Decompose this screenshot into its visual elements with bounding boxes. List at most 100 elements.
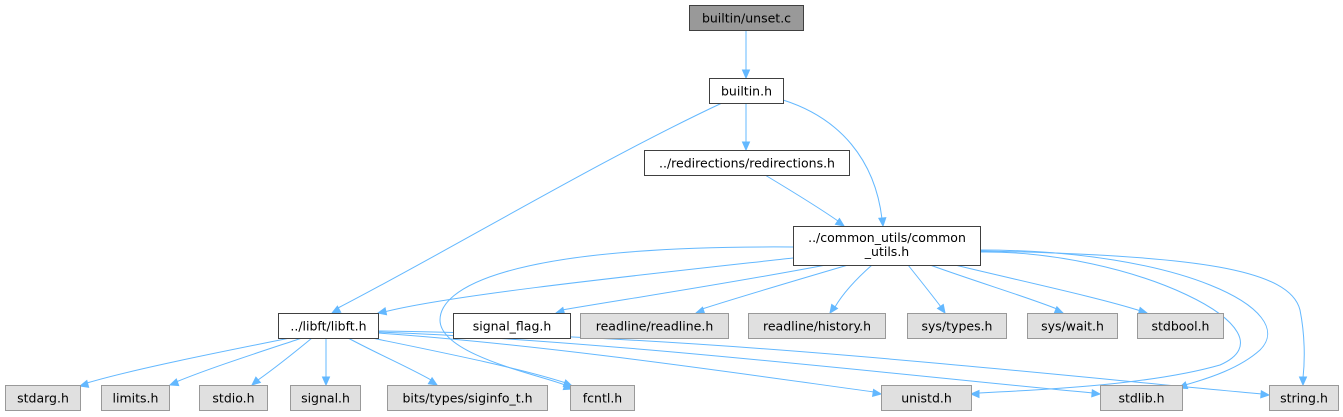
node-box <box>1269 385 1339 411</box>
node-signal-h[interactable]: signal.h <box>290 385 361 411</box>
edge-common_utils_h-to-stdlib_h <box>979 249 1268 390</box>
node-box <box>1100 385 1183 411</box>
node-box <box>1027 313 1118 339</box>
edge-line <box>347 337 432 381</box>
node-limits-h[interactable]: limits.h <box>101 385 170 411</box>
node-libft-h[interactable]: ../libft/libft.h <box>278 313 379 339</box>
edge-line <box>337 102 723 309</box>
edge-line <box>764 174 839 222</box>
arrowhead <box>251 376 262 386</box>
edge-libft_h-to-unistd_h <box>377 332 883 398</box>
node-redirections-h[interactable]: ../redirections/redirections.h <box>644 150 850 176</box>
node-box <box>689 5 804 31</box>
edge-root-to-builtin_h <box>741 30 751 80</box>
edge-libft_h-to-siginfo_h <box>347 337 439 386</box>
node-label: sys/wait.h <box>1041 319 1104 334</box>
node-label: builtin.h <box>721 84 772 99</box>
node-box <box>580 313 729 339</box>
node-siginfo-h[interactable]: bits/types/siginfo_t.h <box>387 385 548 411</box>
node-box <box>5 385 81 411</box>
node-history-h[interactable]: readline/history.h <box>748 313 886 339</box>
node-root[interactable]: builtin/unset.c <box>689 5 804 31</box>
arrowhead <box>1260 390 1271 399</box>
arrowhead <box>330 305 342 314</box>
node-label: _utils.h <box>864 244 909 259</box>
edge-common_utils_h-to-signal_flag_h <box>554 264 827 315</box>
arrowhead <box>1298 376 1308 387</box>
node-label: fcntl.h <box>583 391 622 406</box>
edge-line <box>954 264 1142 312</box>
node-label: readline/readline.h <box>596 319 714 334</box>
node-label: signal_flag.h <box>473 319 552 334</box>
arrowhead <box>1091 389 1102 398</box>
arrowhead <box>376 307 388 316</box>
node-signal-flag-h[interactable]: signal_flag.h <box>453 313 571 339</box>
edge-line <box>561 264 827 311</box>
edge-line <box>175 337 303 383</box>
arrowhead <box>829 303 839 315</box>
edge-common_utils_h-to-readline_h <box>694 264 849 315</box>
node-box <box>290 385 361 411</box>
node-label: ../common_utils/common <box>808 230 966 245</box>
edge-line <box>782 99 883 220</box>
edge-builtin_h-to-libft_h <box>330 102 723 314</box>
edge-common_utils_h-to-history_h <box>829 264 873 315</box>
arrowhead <box>741 141 751 152</box>
edge-line <box>979 249 1268 386</box>
edge-common_utils_h-to-sys_types_h <box>907 264 946 315</box>
node-stdlib-h[interactable]: stdlib.h <box>1100 385 1183 411</box>
node-stdio-h[interactable]: stdio.h <box>199 385 268 411</box>
node-label: limits.h <box>113 391 159 406</box>
arrowhead <box>834 217 846 227</box>
node-box <box>748 313 886 339</box>
node-label: unistd.h <box>901 391 952 406</box>
arrowhead <box>427 376 439 386</box>
edge-line <box>377 332 875 393</box>
node-label: signal.h <box>301 391 350 406</box>
node-box <box>199 385 268 411</box>
arrowhead <box>168 378 180 387</box>
arrowhead <box>871 388 883 398</box>
node-box <box>907 313 1007 339</box>
edge-libft_h-to-fcntl_h <box>371 337 574 388</box>
node-readline-h[interactable]: readline/readline.h <box>580 313 729 339</box>
node-box <box>387 385 548 411</box>
node-box <box>101 385 170 411</box>
node-fcntl-h[interactable]: fcntl.h <box>570 385 635 411</box>
node-label: stdarg.h <box>17 391 69 406</box>
edge-libft_h-to-limits_h <box>168 337 303 387</box>
edge-common_utils_h-to-sys_wait_h <box>929 264 1065 314</box>
arrowhead <box>1053 305 1065 314</box>
node-box <box>453 313 571 339</box>
node-string-h[interactable]: string.h <box>1269 385 1339 411</box>
node-stdarg-h[interactable]: stdarg.h <box>5 385 81 411</box>
edge-line <box>979 250 1305 379</box>
node-box <box>709 78 784 104</box>
node-box <box>1137 313 1224 339</box>
node-common-utils-h[interactable]: ../common_utils/common_utils.h <box>793 226 981 266</box>
node-sys-wait-h[interactable]: sys/wait.h <box>1027 313 1118 339</box>
node-box <box>793 226 981 266</box>
edge-builtin_h-to-redirections_h <box>741 103 751 152</box>
node-unistd-h[interactable]: unistd.h <box>881 385 972 411</box>
node-stdbool-h[interactable]: stdbool.h <box>1137 313 1224 339</box>
node-label: ../libft/libft.h <box>290 319 366 334</box>
edge-common_utils_h-to-unistd_h <box>969 251 1241 399</box>
node-label: sys/types.h <box>922 319 993 334</box>
edge-libft_h-to-signal_h <box>321 338 331 387</box>
edge-line <box>383 257 794 313</box>
edge-libft_h-to-stdarg_h <box>78 337 291 388</box>
node-builtin-h[interactable]: builtin.h <box>709 78 784 104</box>
arrowhead <box>78 379 90 388</box>
edge-line <box>834 264 873 308</box>
edge-line <box>86 337 291 384</box>
edge-redirections_h-to-common_utils_h <box>764 174 846 227</box>
edge-line <box>907 264 942 308</box>
node-label: bits/types/siginfo_t.h <box>402 391 532 406</box>
edge-line <box>977 251 1241 394</box>
node-box <box>278 313 379 339</box>
edges-layer <box>78 30 1308 399</box>
node-sys-types-h[interactable]: sys/types.h <box>907 313 1007 339</box>
edge-common_utils_h-to-libft_h <box>376 257 794 316</box>
